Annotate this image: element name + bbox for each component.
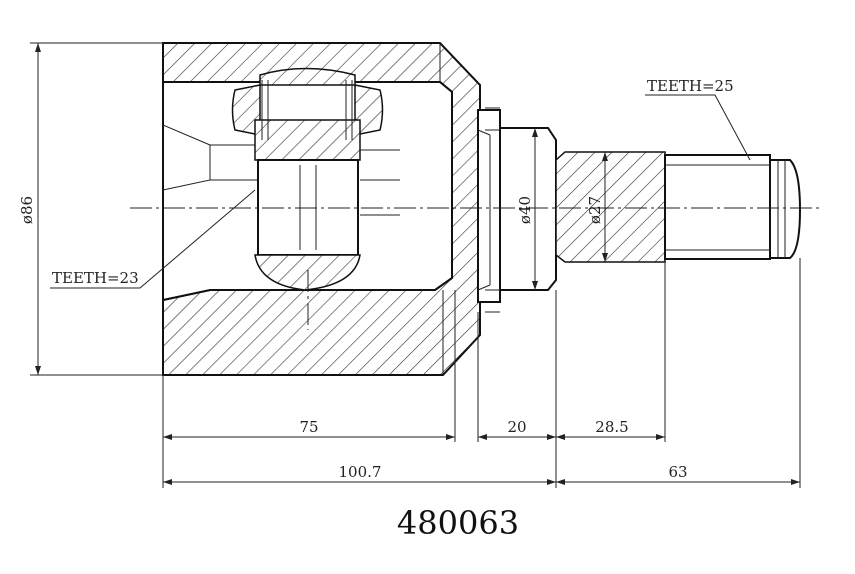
teeth-outer-callout: TEETH=25	[645, 77, 751, 161]
dim-stem-length: 20	[478, 418, 556, 440]
shaft	[555, 151, 802, 263]
shaft-length-label: 63	[668, 463, 687, 481]
dim-stem-diameter: ø40	[516, 128, 538, 290]
dim-shaft-length: 63	[556, 463, 800, 485]
total-housing-length-label: 100.7	[339, 463, 382, 481]
overall-diameter-label: ø86	[18, 196, 36, 224]
housing-length-label: 75	[299, 418, 318, 436]
stem-length-label: 20	[507, 418, 526, 436]
dim-overall-diameter: ø86	[18, 42, 163, 376]
dim-spline-diameter: ø27	[586, 152, 608, 262]
teeth-inner-label: TEETH=23	[52, 269, 139, 287]
stem-diameter-label: ø40	[516, 196, 534, 224]
dim-spline-length: 28.5	[556, 418, 665, 440]
dim-total-housing-length: 100.7	[163, 463, 556, 485]
teeth-outer-label: TEETH=25	[647, 77, 734, 95]
dim-housing-length: 75	[163, 418, 455, 440]
spline-diameter-label: ø27	[586, 196, 604, 224]
teeth-inner-callout: TEETH=23	[50, 189, 256, 289]
part-number: 480063	[397, 504, 519, 542]
spline-length-label: 28.5	[595, 418, 628, 436]
